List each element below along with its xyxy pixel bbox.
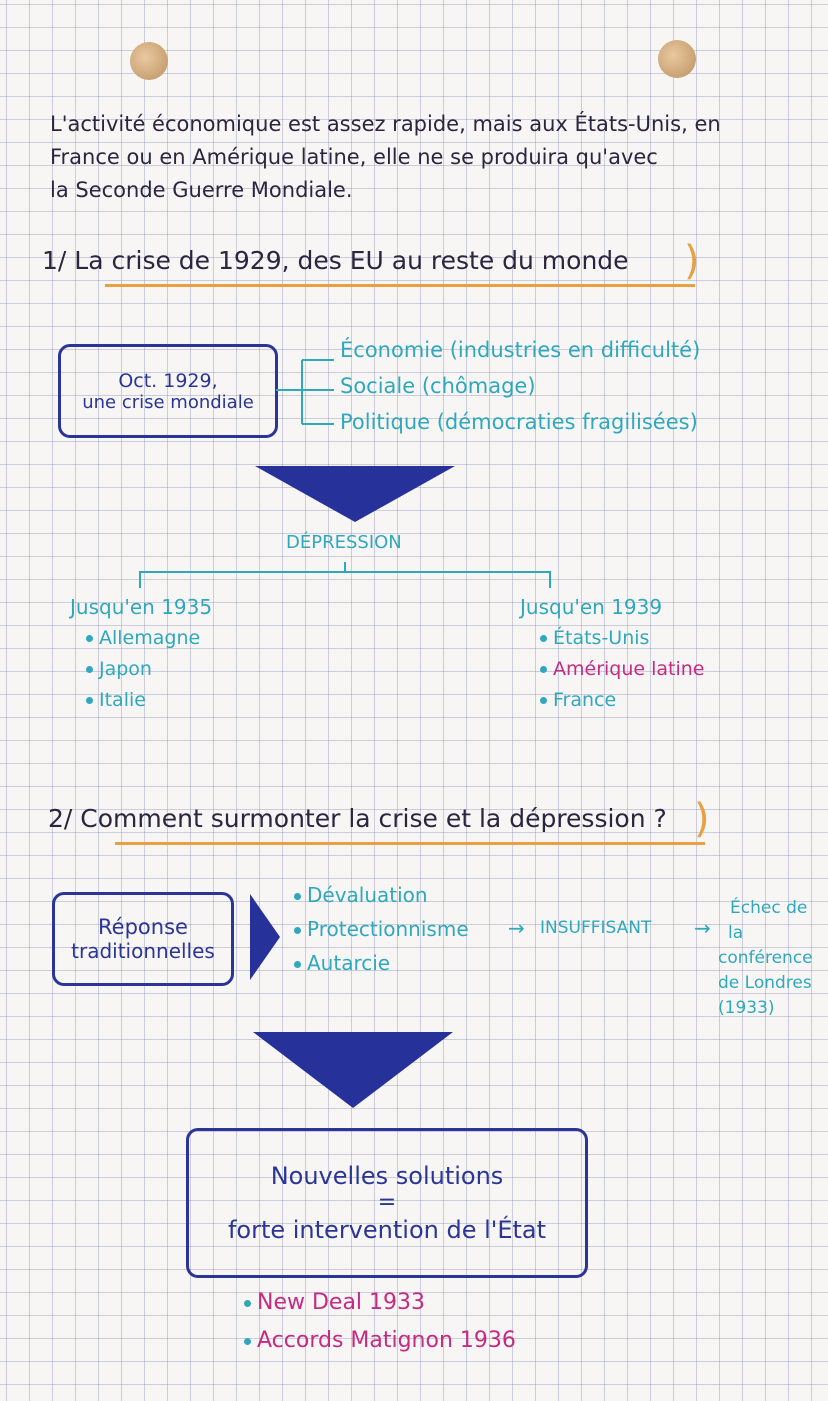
down-triangle-2	[253, 1032, 453, 1108]
list-item: Autarcie	[294, 946, 469, 980]
new-solutions-box: Nouvelles solutions = forte intervention…	[186, 1128, 588, 1278]
section1-title: 1/ La crise de 1929, des EU au reste du …	[42, 246, 629, 275]
intro-line-1: L'activité économique est assez rapide, …	[50, 112, 721, 136]
consequence-social: Sociale (chômage)	[340, 374, 536, 398]
list-item: États-Unis	[540, 623, 705, 654]
crisis-box-line-1: Oct. 1929,	[118, 369, 218, 392]
response-box-line-1: Réponse	[98, 915, 188, 939]
consequence-brace	[276, 359, 334, 425]
consequence-economy: Économie (industries en difficulté)	[340, 338, 701, 362]
new-solutions-line-1: Nouvelles solutions	[270, 1162, 504, 1190]
crisis-box-line-2: une crise mondiale	[82, 391, 254, 413]
insufficient-label: INSUFFISANT	[540, 918, 652, 938]
response-list: Dévaluation Protectionnisme Autarcie	[294, 878, 469, 980]
left-group: Jusqu'en 1935 Allemagne Japon Italie	[70, 595, 212, 716]
list-item: Protectionnisme	[294, 912, 469, 946]
section1-underline	[105, 284, 695, 287]
consequence-political: Politique (démocraties fragilisées)	[340, 410, 698, 434]
depression-brace	[139, 562, 551, 588]
failure-line-2: la	[728, 923, 744, 943]
crisis-box: Oct. 1929, une crise mondiale	[58, 344, 278, 438]
intro-line-3: la Seconde Guerre Mondiale.	[50, 178, 353, 202]
section2-title: 2/ Comment surmonter la crise et la dépr…	[48, 804, 667, 833]
arrow-to-failure: →	[694, 916, 711, 940]
right-triangle-arrow	[250, 894, 280, 980]
binder-hole-right	[658, 40, 696, 78]
section1-bracket-end: )	[684, 238, 700, 284]
arrow-to-insufficient: →	[508, 916, 525, 940]
traditional-response-box: Réponse traditionnelles	[52, 892, 234, 986]
down-triangle-1	[255, 466, 455, 522]
list-item: Amérique latine	[540, 654, 705, 685]
new-solutions-line-2: forte intervention de l'État	[227, 1216, 547, 1244]
list-item: New Deal 1933	[244, 1284, 516, 1322]
london-conference-failure: Échec de la conférence de Londres (1933)	[718, 896, 813, 1021]
list-item: Allemagne	[86, 623, 212, 654]
intro-paragraph: L'activité économique est assez rapide, …	[50, 108, 721, 207]
left-group-title: Jusqu'en 1935	[70, 595, 213, 619]
examples-list: New Deal 1933 Accords Matignon 1936	[244, 1284, 516, 1360]
section2-underline	[115, 842, 705, 845]
response-box-line-2: traditionnelles	[71, 939, 215, 963]
failure-line-4: de Londres	[718, 973, 812, 993]
binder-hole-left	[130, 42, 168, 80]
list-item: France	[540, 685, 705, 716]
failure-line-5: (1933)	[718, 998, 775, 1018]
list-item: Italie	[86, 685, 212, 716]
depression-label: DÉPRESSION	[286, 532, 402, 553]
new-solutions-equals: =	[377, 1190, 397, 1215]
right-group: Jusqu'en 1939 États-Unis Amérique latine…	[520, 595, 705, 716]
section2-bracket-end: )	[694, 796, 710, 842]
failure-line-1: Échec de	[730, 898, 808, 918]
list-item: Accords Matignon 1936	[244, 1322, 516, 1360]
consequence-list: Économie (industries en difficulté) Soci…	[340, 332, 700, 440]
right-group-title: Jusqu'en 1939	[520, 595, 663, 619]
list-item: Dévaluation	[294, 878, 469, 912]
failure-line-3: conférence	[718, 948, 813, 968]
intro-line-2: France ou en Amérique latine, elle ne se…	[50, 145, 658, 169]
list-item: Japon	[86, 654, 212, 685]
